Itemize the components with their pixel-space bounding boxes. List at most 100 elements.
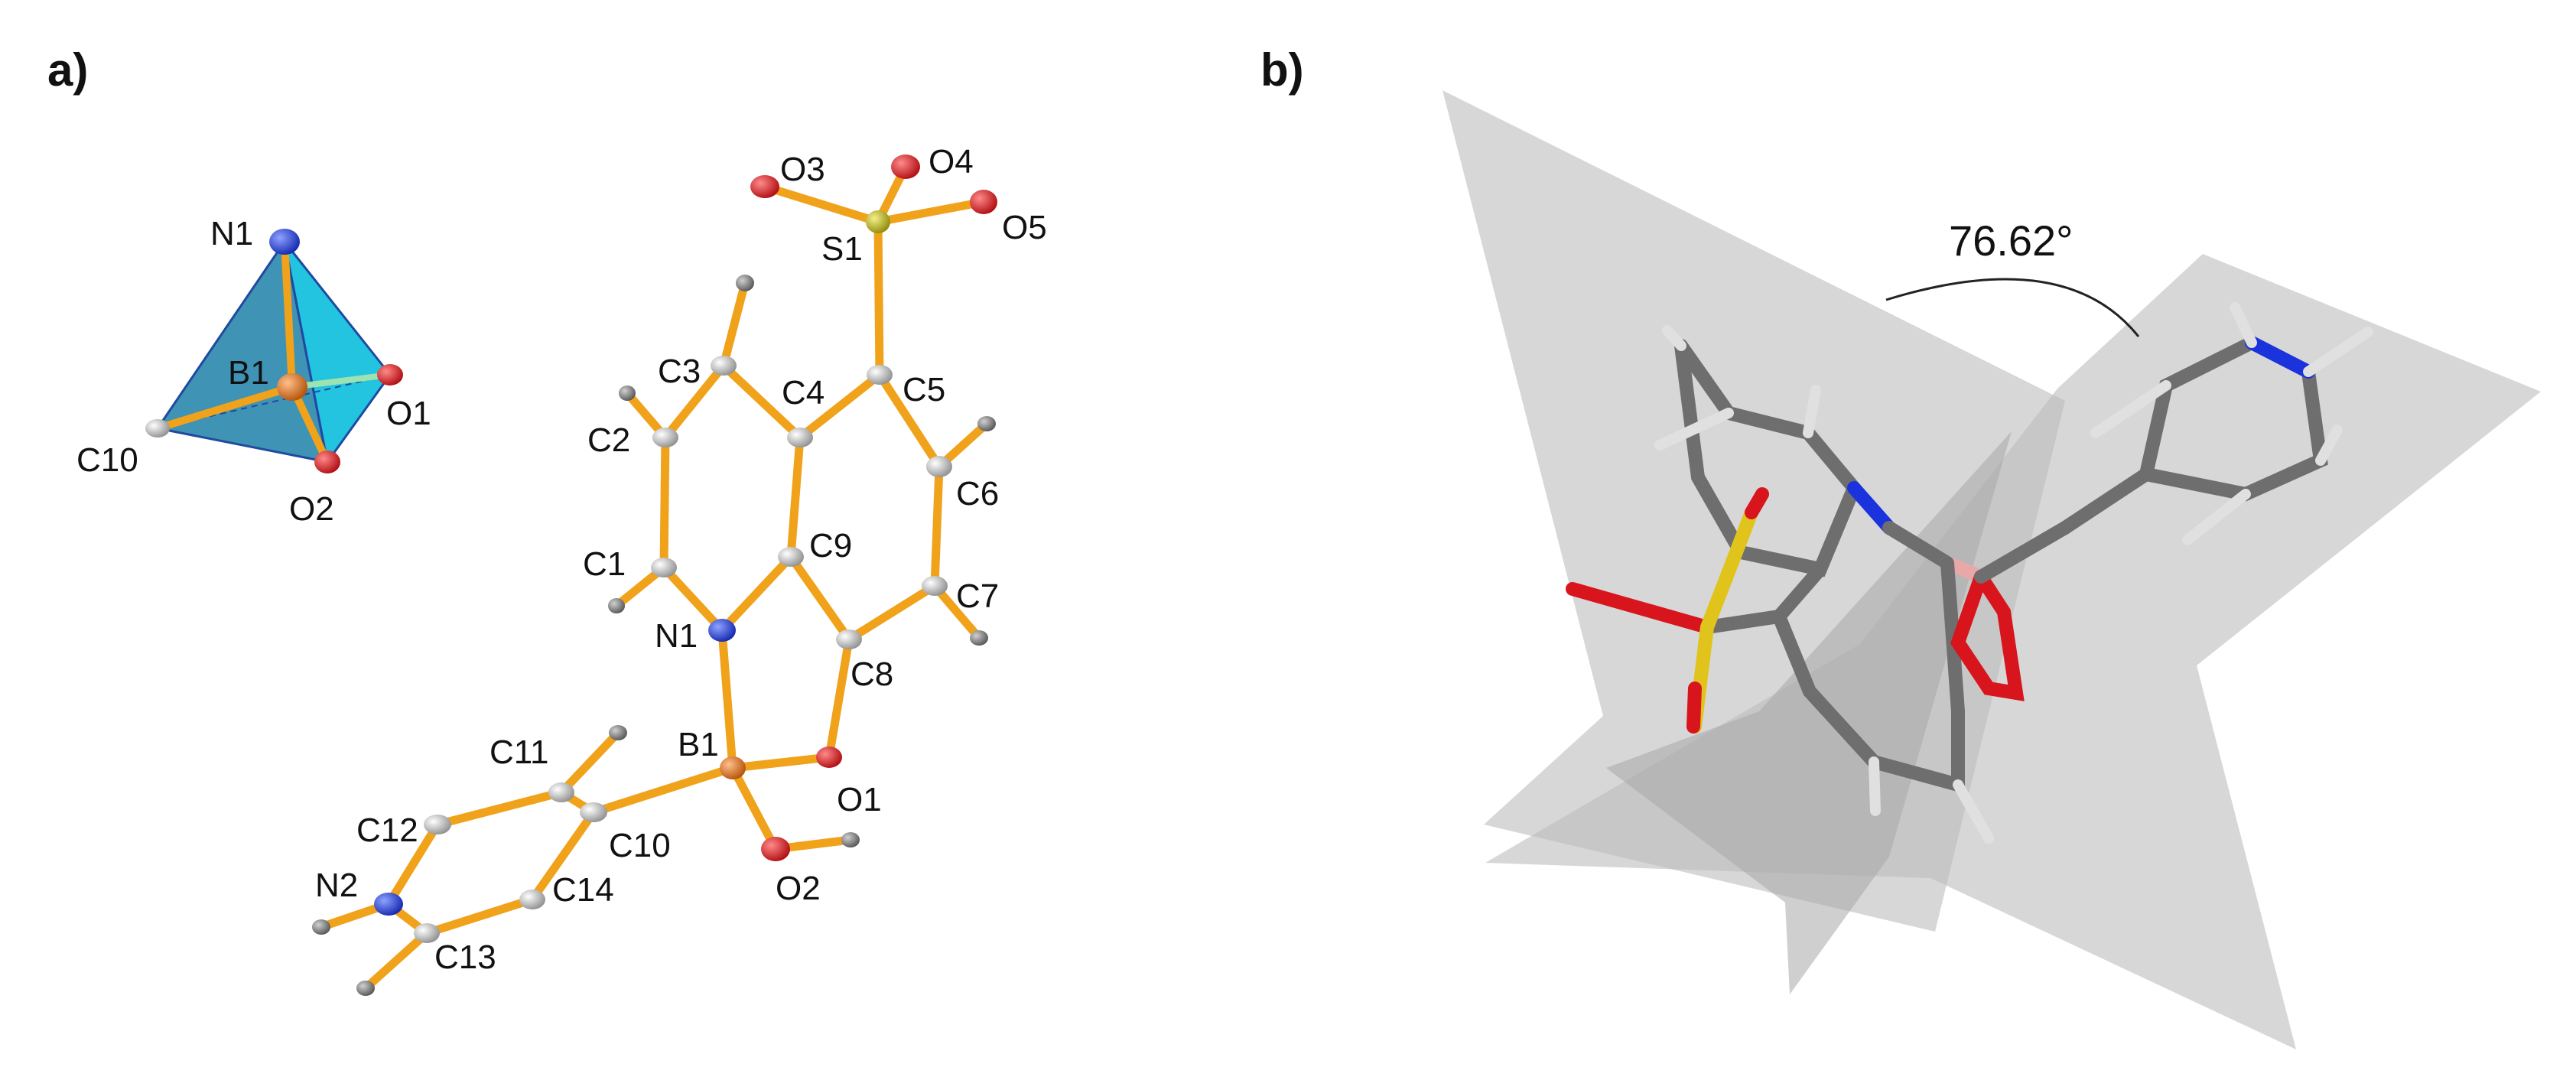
atom-o1	[816, 747, 842, 768]
atom-c4	[787, 428, 813, 447]
bond-c11-h	[557, 728, 623, 797]
label-c2: C2	[587, 421, 630, 459]
label-c14: C14	[552, 871, 614, 909]
molecule-atom-labels: O3 O4 O5 S1 C3 C2 C4 C5 C6 C7 C9 C1 N1 C…	[315, 143, 1047, 976]
bond-c7-h	[930, 581, 984, 642]
bond-b1-n1	[281, 241, 296, 388]
atom-s1	[866, 210, 890, 233]
label-c11: C11	[490, 734, 548, 771]
atom-o2	[761, 837, 790, 861]
label-c1: C1	[583, 545, 626, 583]
label-c4: C4	[782, 374, 825, 412]
stick-o-up	[1745, 487, 1769, 519]
label-o4: O4	[929, 143, 974, 181]
label-b1: B1	[678, 726, 719, 763]
bond-o1-b1	[728, 753, 834, 773]
bond-b1-o2	[728, 763, 780, 854]
panel-b: b) 76.62°	[1260, 44, 2541, 1049]
label-c3: C3	[658, 353, 701, 390]
label-o5: O5	[1002, 209, 1047, 246]
dihedral-angle-label: 76.62°	[1949, 216, 2073, 265]
tetra-face-right	[283, 241, 392, 465]
stick-h-7	[2090, 380, 2171, 438]
label-s1: S1	[821, 230, 863, 268]
bond-c3-c4	[719, 361, 805, 442]
atom-n1	[708, 619, 736, 642]
stick-h-4	[1869, 756, 1881, 816]
stick-s-o-left	[1566, 582, 1714, 634]
molecule-atoms	[312, 155, 997, 996]
atom-c13	[414, 923, 440, 943]
atom-h3	[736, 275, 754, 291]
bond-c4-c5	[795, 370, 884, 442]
stick-c-s	[1700, 610, 1786, 634]
atom-c14	[519, 890, 545, 909]
label-o3: O3	[780, 151, 825, 188]
boron-coordination-tetrahedron: N1 B1 O1 O2 C10	[76, 215, 431, 528]
molecule-ortep	[317, 162, 991, 993]
atom-h11	[609, 725, 627, 740]
bond-c5-c6	[875, 370, 944, 471]
bond-c8-c9	[786, 552, 854, 644]
atom-hn2	[312, 919, 330, 935]
label-o2: O2	[776, 870, 821, 907]
stick-n1	[1847, 481, 1896, 535]
atom-o2	[314, 451, 340, 473]
bond-c2-c3	[661, 361, 728, 442]
bond-c13-h	[361, 929, 431, 993]
label-c5: C5	[903, 371, 945, 408]
stick-h-5	[1953, 779, 1994, 844]
stick-model	[1566, 302, 2373, 844]
stick-h-n2	[2303, 327, 2373, 377]
atom-c10	[580, 802, 607, 822]
bond-c1-c2	[659, 433, 670, 572]
stick-h-3	[1803, 385, 1821, 438]
bond-b1-c10	[156, 383, 294, 432]
tetra-label-n1: N1	[210, 215, 253, 252]
bond-c9-n1	[717, 552, 795, 635]
atom-c6	[926, 456, 952, 477]
atom-c3	[711, 356, 737, 376]
label-c6: C6	[956, 475, 999, 512]
atom-n1	[269, 229, 300, 255]
label-n2: N2	[315, 867, 358, 904]
stick-s-o-up	[1700, 506, 1758, 634]
panel-a: a) N1 B1 O1 O2 C10	[47, 44, 1047, 996]
bond-c14-c10	[528, 808, 598, 904]
bond-n1-b1	[717, 626, 737, 773]
atom-c10	[145, 419, 170, 438]
label-c13: C13	[434, 938, 496, 976]
bond-c11-c12	[433, 788, 566, 829]
label-n1: N1	[655, 617, 698, 655]
tetra-label-o2: O2	[289, 490, 334, 528]
label-c8: C8	[851, 655, 893, 693]
atom-b1	[720, 756, 746, 779]
bond-s1-o3	[760, 182, 883, 226]
atom-c2	[652, 428, 678, 447]
stick-h-2	[1654, 408, 1734, 451]
atom-n2	[374, 893, 403, 916]
atom-h13	[356, 981, 375, 996]
bond-c3-h	[719, 278, 750, 370]
stick-b-c10	[1974, 521, 2072, 584]
atom-h2	[619, 385, 636, 401]
bond-c6-c7	[930, 462, 944, 590]
atom-o1	[377, 364, 403, 385]
bond-c13-c14	[422, 895, 537, 938]
plane-overlap	[1606, 431, 2012, 994]
atom-h1	[608, 598, 625, 613]
bond-s1-o5	[873, 197, 988, 226]
panel-a-label: a)	[47, 44, 88, 96]
label-c7: C7	[956, 577, 999, 615]
bond-c12-n2	[384, 820, 442, 909]
stick-n-b	[1882, 521, 1954, 570]
stick-b-o-chelate	[1950, 570, 2025, 701]
stick-h-8	[2315, 425, 2343, 466]
bond-c4-c9	[786, 433, 805, 561]
atom-o4	[891, 155, 920, 179]
atom-c8	[836, 629, 862, 649]
bond-b1-c10	[589, 763, 737, 817]
atom-c9	[778, 547, 804, 567]
bond-s1-c5	[873, 217, 884, 379]
stick-h-1	[1662, 325, 1686, 351]
